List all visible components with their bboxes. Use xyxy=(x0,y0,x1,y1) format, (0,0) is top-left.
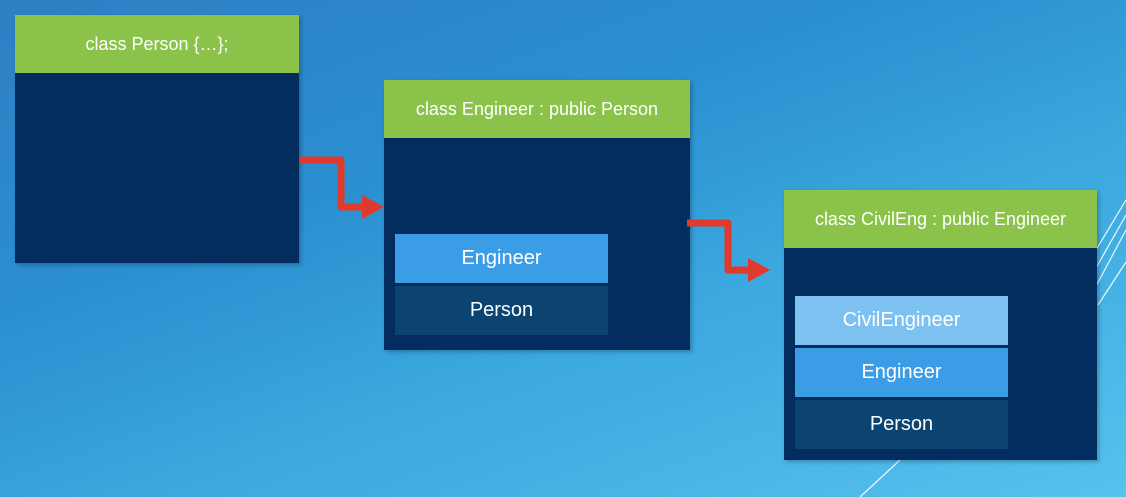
layer-person: Person xyxy=(395,286,608,335)
layer-person: Person xyxy=(795,400,1008,449)
layer-civilengineer: CivilEngineer xyxy=(795,296,1008,345)
layer-engineer: Engineer xyxy=(795,348,1008,397)
class-box-person: class Person {…}; xyxy=(15,15,299,263)
class-box-civileng: class CivilEng : public Engineer CivilEn… xyxy=(784,190,1097,460)
class-box-engineer: class Engineer : public Person Engineer … xyxy=(384,80,690,350)
class-header-engineer: class Engineer : public Person xyxy=(384,80,690,138)
class-header-civileng: class CivilEng : public Engineer xyxy=(784,190,1097,248)
layer-engineer: Engineer xyxy=(395,234,608,283)
class-header-person: class Person {…}; xyxy=(15,15,299,73)
